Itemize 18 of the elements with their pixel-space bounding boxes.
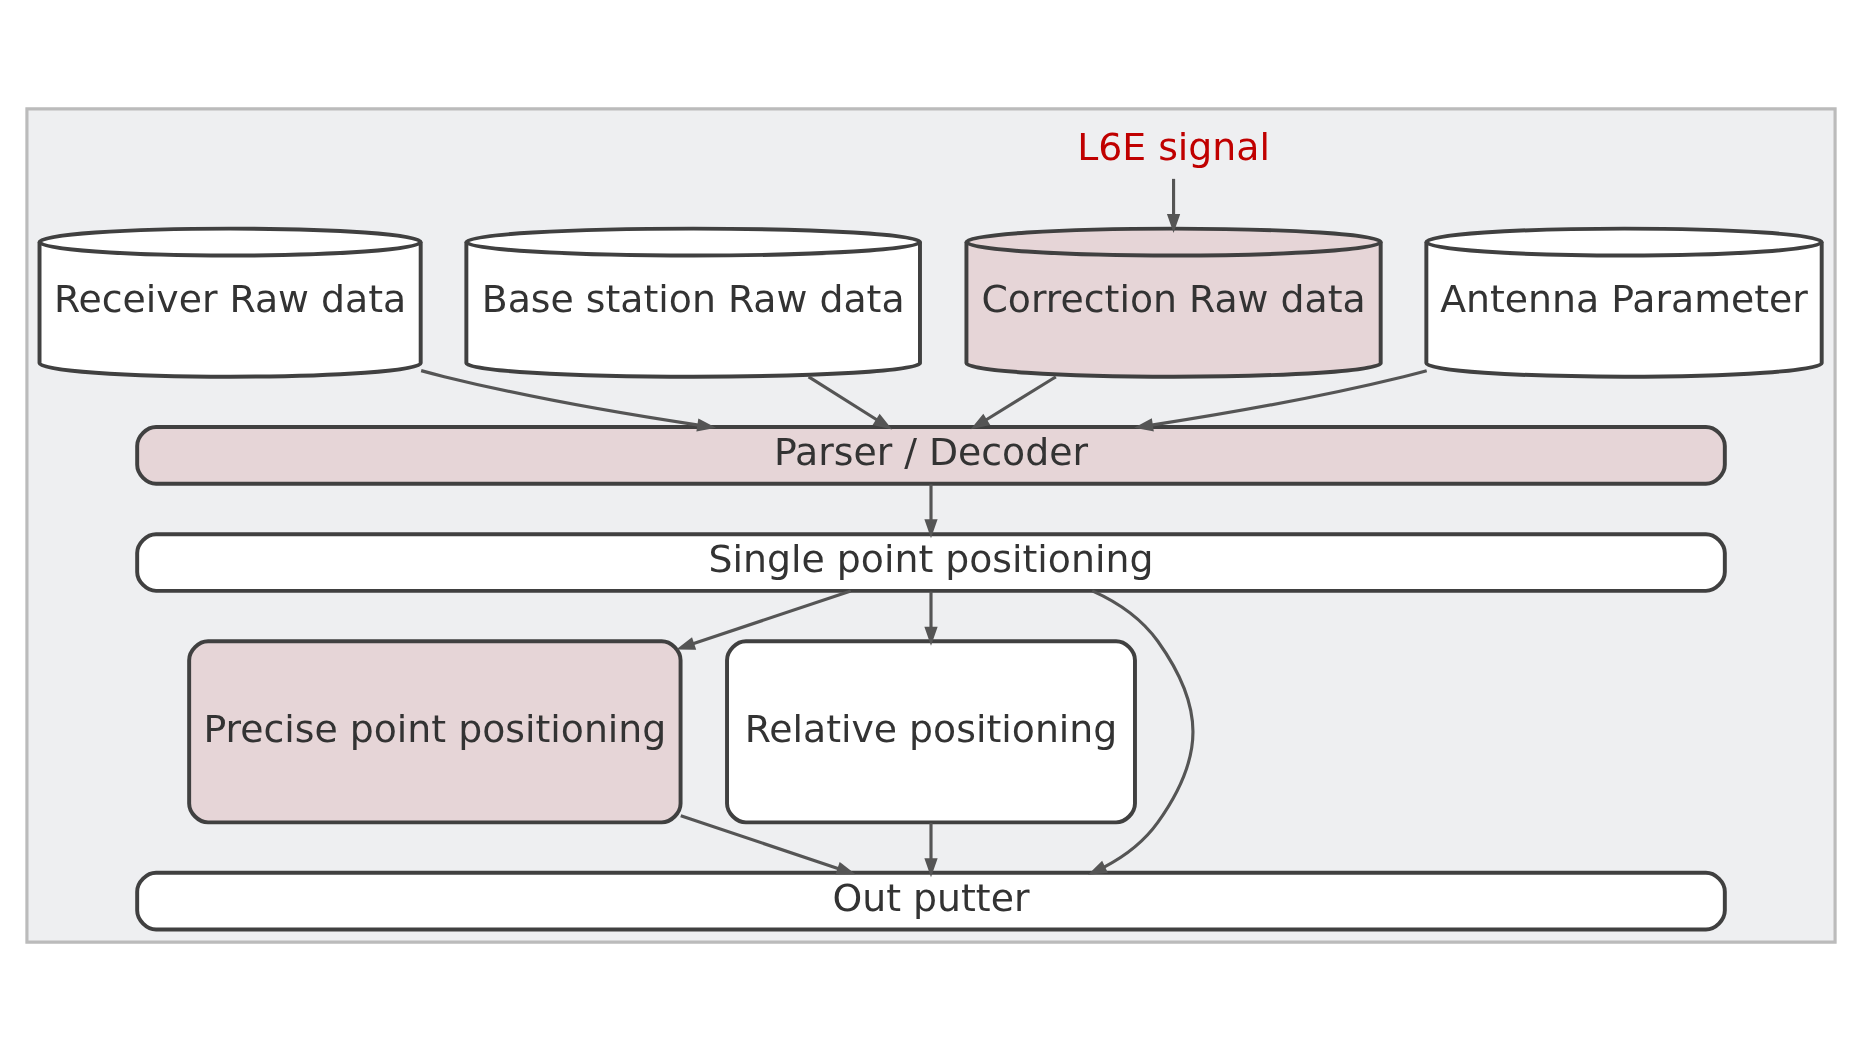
arrow: [807, 375, 893, 429]
arrow: [1166, 178, 1181, 233]
node-box: Out putter: [135, 870, 1727, 931]
arrow: [1087, 588, 1195, 875]
cluster: [25, 106, 1837, 944]
node-box: Precise point positioning: [187, 638, 683, 824]
arrow: [924, 591, 938, 646]
arrow: [924, 483, 938, 538]
node-box: Parser / Decoder: [135, 424, 1727, 486]
arrow: [676, 588, 852, 650]
node-text: L6E signal: [1077, 124, 1270, 169]
node-box: Single point positioning: [135, 531, 1727, 593]
arrow: [680, 813, 856, 875]
arrow: [970, 375, 1057, 429]
arrow: [924, 822, 938, 877]
node-box: Relative positioning: [725, 638, 1137, 824]
arrow: [1134, 368, 1428, 431]
arrow: [420, 368, 717, 432]
